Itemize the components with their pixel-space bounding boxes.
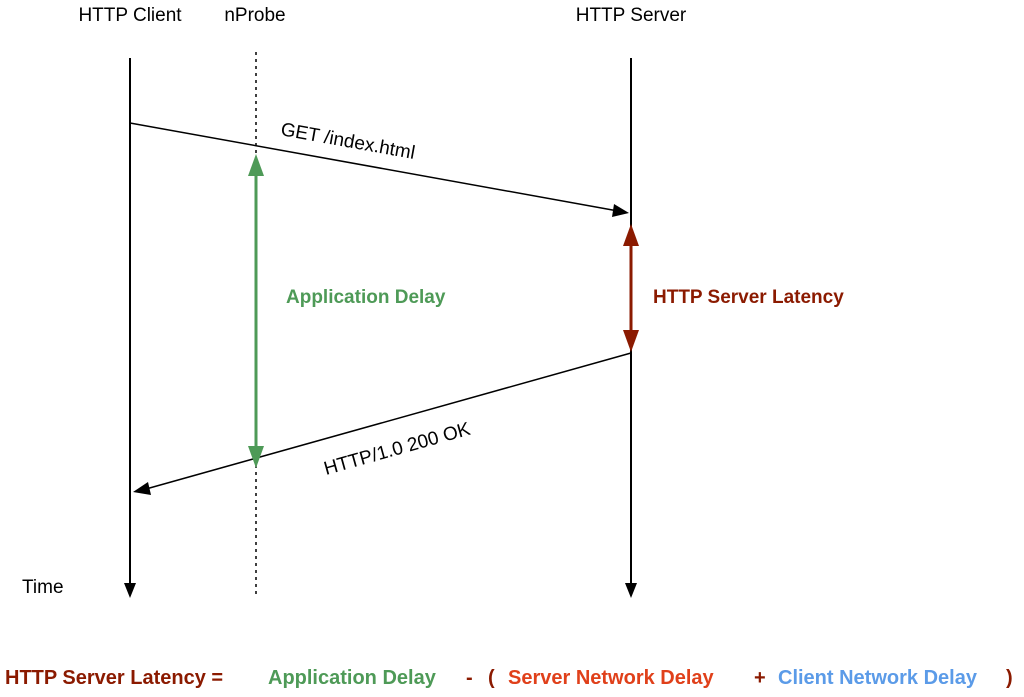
request-label: GET /index.html [279,119,416,164]
formula-client-network-delay: Client Network Delay [778,667,977,689]
response-label: HTTP/1.0 200 OK [322,419,473,480]
formula-close-paren: ) [1006,667,1013,689]
lane-label-server: HTTP Server [576,5,687,26]
lane-label-client: HTTP Client [78,5,182,26]
formula-application-delay: Application Delay [268,667,436,689]
formula-lhs: HTTP Server Latency = [5,667,224,689]
formula-minus: - [466,667,473,689]
application-delay-label: Application Delay [286,287,446,308]
formula-server-network-delay: Server Network Delay [508,667,714,689]
formula-plus: + [754,667,766,689]
client-lifeline [124,58,136,598]
application-delay-arrow [248,154,264,468]
response-arrow [133,352,632,495]
request-arrow [129,122,629,217]
server-latency-arrow [623,224,639,352]
lane-label-probe: nProbe [224,5,285,26]
time-label: Time [22,577,64,598]
formula-open-paren: ( [488,667,495,689]
server-latency-label: HTTP Server Latency [653,287,844,308]
